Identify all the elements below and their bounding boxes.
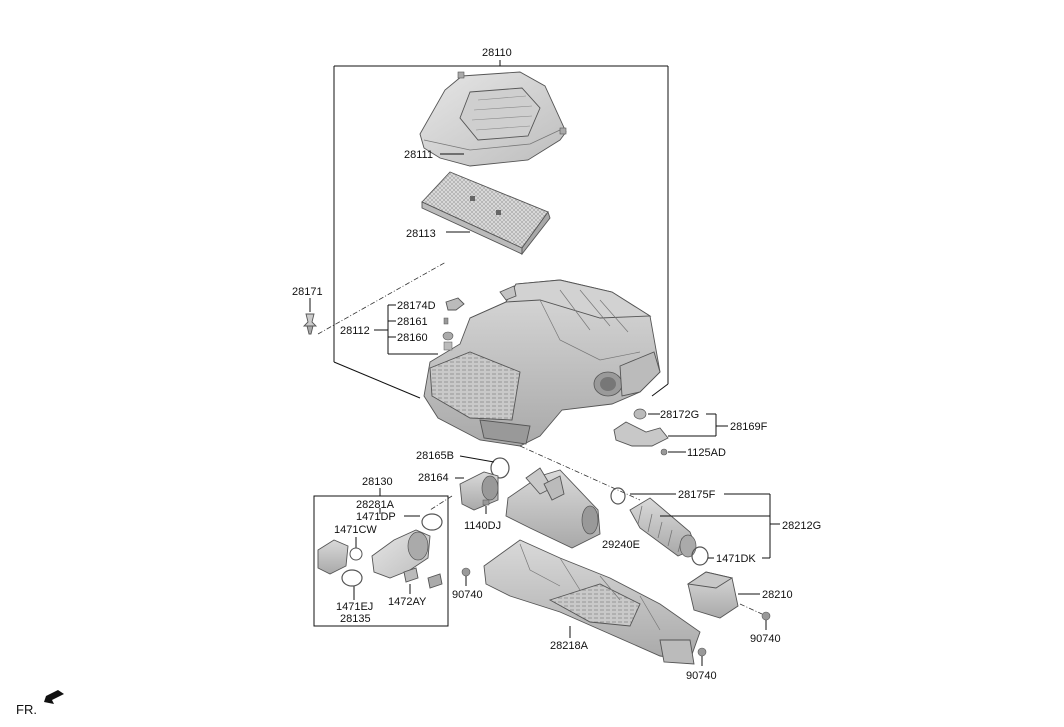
label-1125AD: 1125AD: [687, 447, 726, 459]
resonator-28210: [686, 571, 739, 619]
label-28171: 28171: [292, 286, 323, 298]
alignment-line-3: [429, 495, 453, 511]
bracket-28169F: [613, 421, 669, 447]
label-28212G: 28212G: [782, 520, 821, 532]
label-28281A: 28281A: [356, 499, 395, 511]
assembly-box-28130: [313, 488, 449, 627]
duct-29240E: [505, 467, 601, 549]
duct-28218A: [483, 539, 701, 665]
assembly-outline-28110: [333, 60, 669, 399]
leader-28169F-group: [648, 413, 728, 453]
duct-28130: [371, 529, 431, 579]
air-cleaner-cover: [419, 71, 567, 167]
label-28112: 28112: [340, 325, 370, 337]
grommet-28160: [442, 331, 454, 351]
clamp-28175F: [610, 487, 626, 505]
label-28130: 28130: [362, 476, 393, 488]
front-indicator-label: FR.: [16, 702, 37, 717]
resonator-box-28135: [317, 539, 349, 575]
front-arrow-icon: [44, 690, 64, 704]
clip-28171: [302, 298, 318, 335]
label-90740-left: 90740: [452, 589, 483, 601]
label-28174D: 28174D: [397, 300, 436, 312]
label-28175F: 28175F: [678, 489, 716, 501]
clamp-1471DK: [691, 546, 709, 566]
label-28165B: 28165B: [416, 450, 454, 462]
label-90740-right: 90740: [750, 633, 781, 645]
clamp-1471CW: [349, 547, 363, 561]
label-28113: 28113: [406, 228, 436, 240]
bolt-90740-bottom: [697, 647, 707, 666]
filter-element: [421, 171, 551, 256]
leader-28212G-group: [630, 493, 780, 559]
alignment-line: [317, 261, 447, 335]
hose-28212G: [629, 497, 697, 558]
label-1140DJ: 1140DJ: [464, 520, 501, 532]
gasket-28165B: [490, 457, 510, 479]
alignment-line-2: [519, 445, 641, 501]
leader-28112-group: [374, 304, 438, 355]
label-1471CW: 1471CW: [334, 524, 377, 536]
leader-28165B: [459, 455, 495, 463]
label-28210: 28210: [762, 589, 793, 601]
bolt-90740-left: [461, 567, 471, 586]
label-28160: 28160: [397, 332, 428, 344]
air-cleaner-body: [423, 279, 661, 447]
label-28161: 28161: [397, 316, 428, 328]
bolt-1125AD: [660, 448, 668, 456]
label-1471EJ: 1471EJ: [336, 601, 373, 613]
label-28135: 28135: [340, 613, 371, 625]
clip-1472AY: [403, 567, 443, 589]
grommet-28172G: [633, 408, 647, 420]
label-29240E: 29240E: [602, 539, 640, 551]
label-28111: 28111: [404, 149, 433, 161]
clamp-1471EJ: [341, 569, 363, 587]
label-28172G: 28172G: [660, 409, 699, 421]
bolt-90740-right: [739, 603, 771, 630]
label-1471DP: 1471DP: [356, 511, 396, 523]
label-28110: 28110: [482, 47, 512, 59]
sensor-28164: [459, 471, 499, 511]
clamp-1471DP: [421, 513, 443, 531]
label-1471DK: 1471DK: [716, 553, 756, 565]
label-90740-bottom: 90740: [686, 670, 717, 682]
pin-28161: [443, 317, 449, 325]
label-28169F: 28169F: [730, 421, 768, 433]
label-28164: 28164: [418, 472, 449, 484]
front-indicator: FR.: [16, 690, 64, 717]
label-1472AY: 1472AY: [388, 596, 427, 608]
label-28218A: 28218A: [550, 640, 589, 652]
bracket-28174D: [445, 297, 465, 311]
screw-1140DJ: [482, 499, 490, 514]
